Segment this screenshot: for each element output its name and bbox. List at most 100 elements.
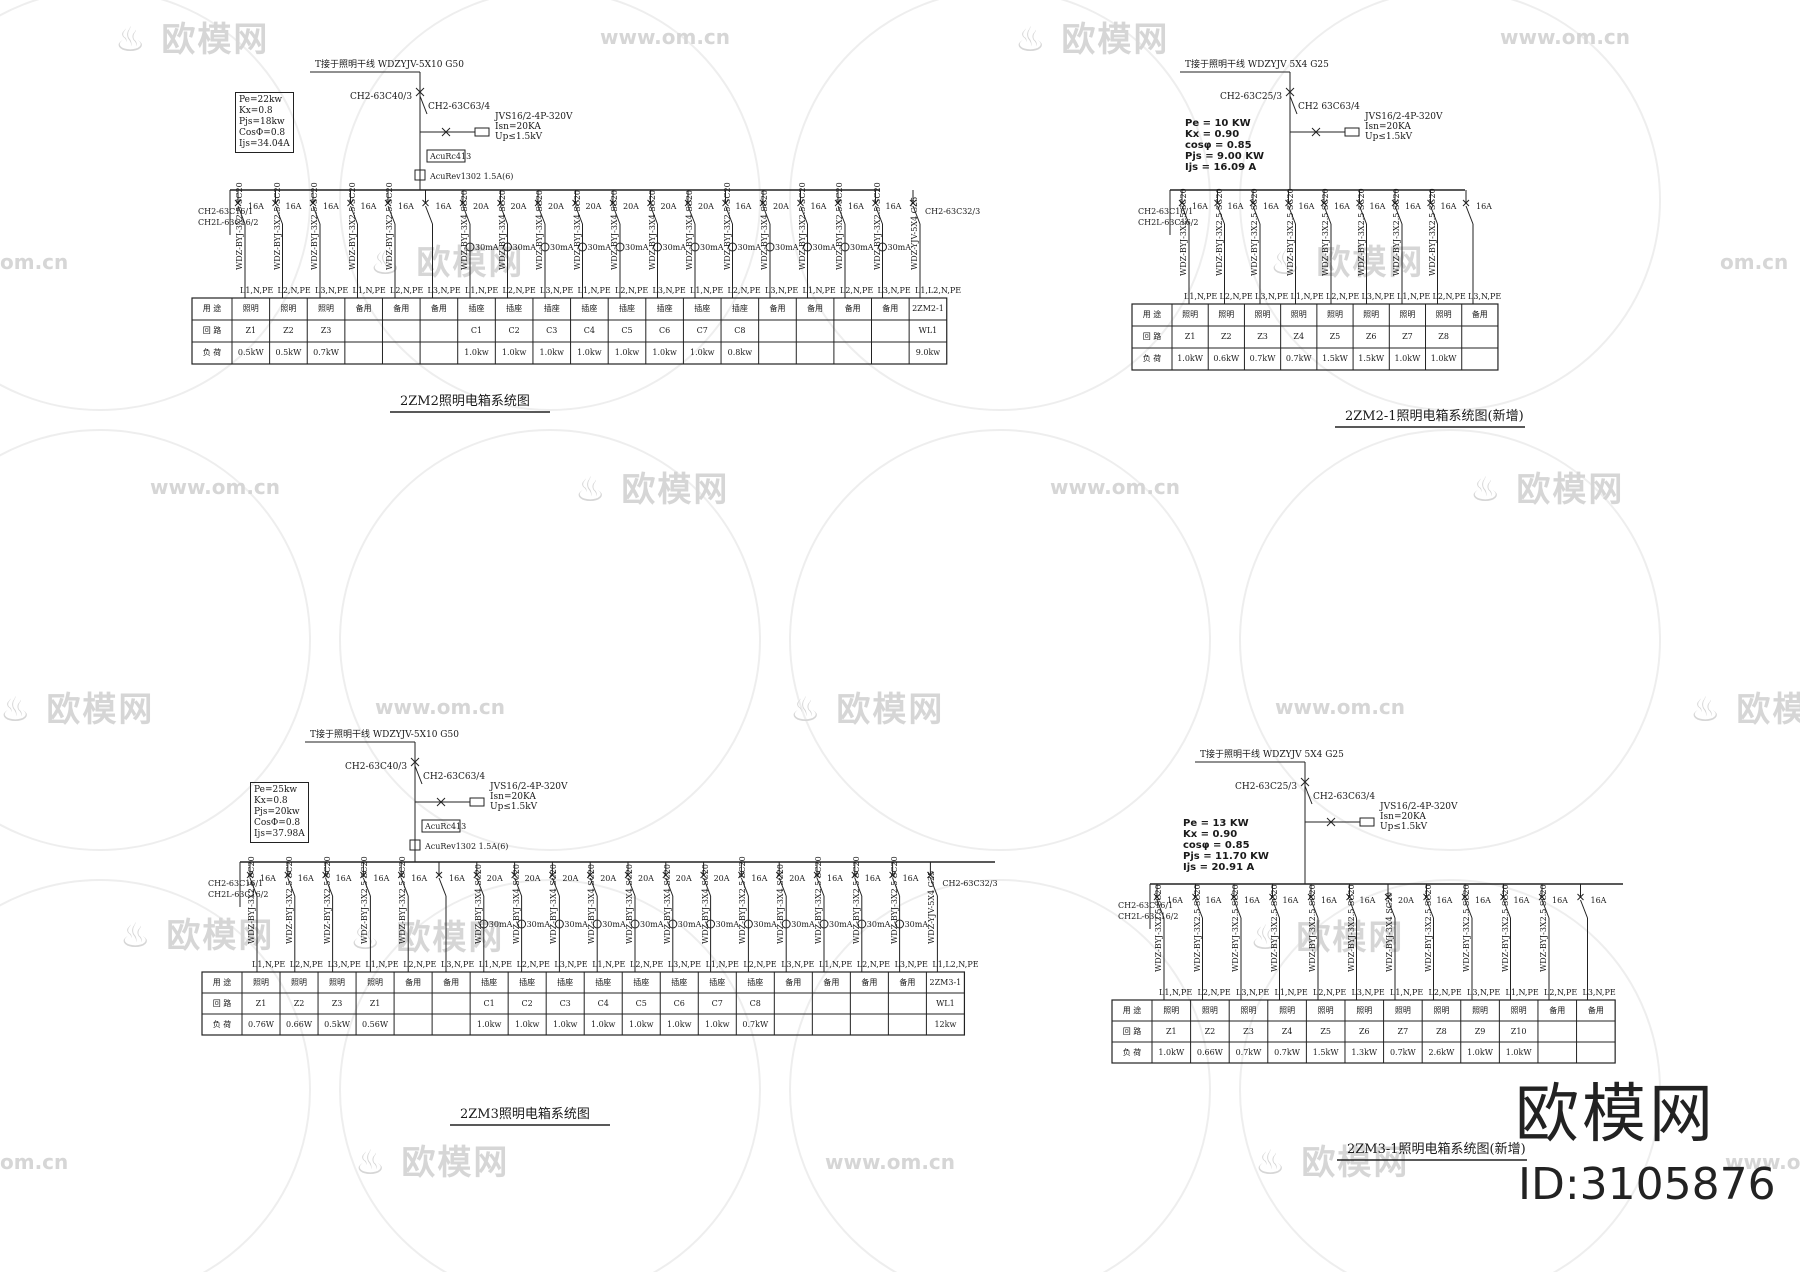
bus-left-label-2: CH2L-63C16/2 xyxy=(1138,218,1199,227)
watermark-url-short: om.cn xyxy=(0,1150,69,1174)
table-cell-loop: C5 xyxy=(635,999,647,1008)
table-cell-load: 1.0kW xyxy=(1430,354,1457,363)
circuit-cable-label: WDZ-YJV-5X4 G25 xyxy=(927,870,937,944)
circuit-cable-label: WDZ-BYJ-3X2.5 SC20 xyxy=(1356,188,1366,276)
load-param-line: Kx = 0.90 xyxy=(1183,829,1238,840)
circuit-rcd: 30mA xyxy=(475,243,499,252)
table-cell-loop: C8 xyxy=(749,999,761,1008)
load-param-line: Pe=25kw xyxy=(254,785,298,795)
circuit-cable-label: WDZ-BYJ-3X2.5 SC20 xyxy=(284,856,294,944)
circuit-phase: L3,N,PE xyxy=(1351,988,1385,997)
table-cell-use: 插座 xyxy=(557,978,574,987)
circuit-cable-label: WDZ-BYJ-3X4 SC20 xyxy=(625,863,634,944)
circuit-rating: 16A xyxy=(411,874,428,883)
table-cell-loop: Z3 xyxy=(320,326,332,335)
meter2-label: AcuRev1302 1.5A(6) xyxy=(430,172,514,181)
circuit-phase: L1,N,PE xyxy=(1397,292,1431,301)
circuit-rating: 20A xyxy=(713,874,730,883)
table-cell-use: 照明 xyxy=(1240,1006,1257,1015)
table-cell-load: 2.6kW xyxy=(1428,1048,1455,1057)
table-cell-use: 照明 xyxy=(1279,1006,1296,1015)
circuit-phase: L3,N,PE xyxy=(1467,988,1501,997)
table-cell-use: 插座 xyxy=(468,304,485,313)
table-cell-loop: Z2 xyxy=(1204,1027,1216,1036)
circuit-rating: 20A xyxy=(510,202,527,211)
table-cell-use: 插座 xyxy=(694,304,711,313)
bus-right-label: CH2-63C32/3 xyxy=(942,879,998,888)
circuit-cable-label: WDZ-BYJ-3X2.5 SC20 xyxy=(360,856,370,944)
circuit-phase: L1,N,PE xyxy=(352,286,386,295)
circuit-rating: 20A xyxy=(486,874,503,883)
table-cell-use: 备用 xyxy=(882,304,899,313)
circuit-phase: L3,N,PE xyxy=(1236,988,1270,997)
table-cell-loop: Z6 xyxy=(1365,332,1377,341)
table-cell-load: 0.66W xyxy=(1196,1048,1223,1057)
load-param-line: Pjs=20kw xyxy=(254,807,300,817)
brand-logo-name: 欧模网 xyxy=(1515,1078,1716,1152)
diagram-title: 2ZM3照明电箱系统图 xyxy=(460,1107,590,1122)
circuit-rating: 16A xyxy=(1359,896,1376,905)
circuit-cable-label: WDZ-BYJ-3X2.5 SC20 xyxy=(247,856,256,944)
circuit-cable-label: WDZ-BYJ-3X4 SC20 xyxy=(535,189,544,270)
table-cell-loop: C1 xyxy=(483,999,495,1008)
circuit-rcd: 30mA xyxy=(829,920,853,929)
table-cell-use: 备用 xyxy=(899,978,916,987)
circuit-breaker-x xyxy=(662,871,670,879)
circuit-rating: 16A xyxy=(297,874,314,883)
circuit-phase: L1,N,PE xyxy=(465,286,499,295)
circuit-rating: 16A xyxy=(449,874,465,883)
table-cell-use: 插座 xyxy=(731,304,748,313)
table-cell-load: 1.0kw xyxy=(464,348,489,357)
circuit-cable-label: WDZ-BYJ-3X4 SC20 xyxy=(473,863,483,944)
circuit-rating: 16A xyxy=(435,202,452,211)
circuit-cable-label: WDZ-BYJ-3X2.5 SC20 xyxy=(1231,884,1240,972)
circuit-rating: 16A xyxy=(1244,896,1260,905)
table-cell-loop: C4 xyxy=(583,326,595,335)
table-cell-load: 0.7kW xyxy=(1274,1048,1300,1057)
table-cell-use: 插座 xyxy=(709,978,726,987)
circuit-phase: L3,N,PE xyxy=(1361,292,1395,301)
table-row-label: 负 荷 xyxy=(202,348,222,357)
circuit-cable-label: WDZ-BYJ-3X2.5 SC20 xyxy=(235,182,244,270)
spd-spec-line: Up≤1.5kV xyxy=(1365,132,1413,142)
table-cell-load: 0.5kW xyxy=(237,348,264,357)
circuit-cable-label: WDZ-BYJ-3X2.5 SC20 xyxy=(1321,188,1330,276)
circuit-breaker-blade xyxy=(1465,205,1474,225)
circuit-cable-label: WDZ-BYJ-3X4 SC20 xyxy=(700,863,710,944)
table-cell-loop: Z5 xyxy=(1320,1027,1331,1036)
table-cell-use: 插座 xyxy=(519,978,536,987)
table-cell-load: 0.8kw xyxy=(727,348,753,357)
circuit-phase: L2,N,PE xyxy=(840,286,874,295)
circuit-phase: L2,N,PE xyxy=(516,960,550,969)
circuit-rcd: 30mA xyxy=(812,243,837,252)
table-cell-load: 0.7kW xyxy=(742,1020,769,1029)
table-cell-load: 1.0kw xyxy=(705,1020,730,1029)
circuit-rcd: 30mA xyxy=(850,243,874,252)
circuit-breaker-x xyxy=(813,871,821,879)
circuit-phase: L1,N,PE xyxy=(252,960,286,969)
circuit-rating: 16A xyxy=(1476,202,1492,211)
load-param-line: Pjs = 9.00 KW xyxy=(1185,151,1264,162)
circuit-rating: 20A xyxy=(675,874,692,883)
circuit-cable-label: WDZ-BYJ-3X4 SC20 xyxy=(610,189,619,270)
spd-spec-line: Up≤1.5kV xyxy=(495,132,543,142)
table-cell-load: 1.0kw xyxy=(476,1020,502,1029)
circuit-cable-label: WDZ-YJV-5X4 G25 xyxy=(910,196,919,270)
circuit-cable-label: WDZ-BYJ-3X2.5 SC20 xyxy=(385,182,394,270)
circuit-cable-label: WDZ-BYJ-3X4 SC20 xyxy=(587,863,597,944)
circuit-rating: 16A xyxy=(1263,202,1279,211)
main-breaker-blade xyxy=(419,95,428,115)
circuit-phase: L1,N,PE xyxy=(1159,988,1193,997)
table-cell-use: 照明 xyxy=(1399,310,1416,319)
spd-box xyxy=(474,127,490,137)
main-breaker-label: CH2-63C40/3 xyxy=(345,762,408,772)
table-cell-use: 插座 xyxy=(656,304,673,313)
circuit-phase: L1,N,PE xyxy=(1290,292,1324,301)
table-cell-load: 1.5kW xyxy=(1312,1048,1339,1057)
table-cell-load: 0.7kW xyxy=(1235,1048,1262,1057)
circuit-rating: 20A xyxy=(789,874,806,883)
circuit-cable-label: WDZ-BYJ-3X2.5 SC20 xyxy=(1346,884,1356,972)
circuit-phase: L2,N,PE xyxy=(856,960,890,969)
circuit-breaker-x xyxy=(397,871,405,879)
